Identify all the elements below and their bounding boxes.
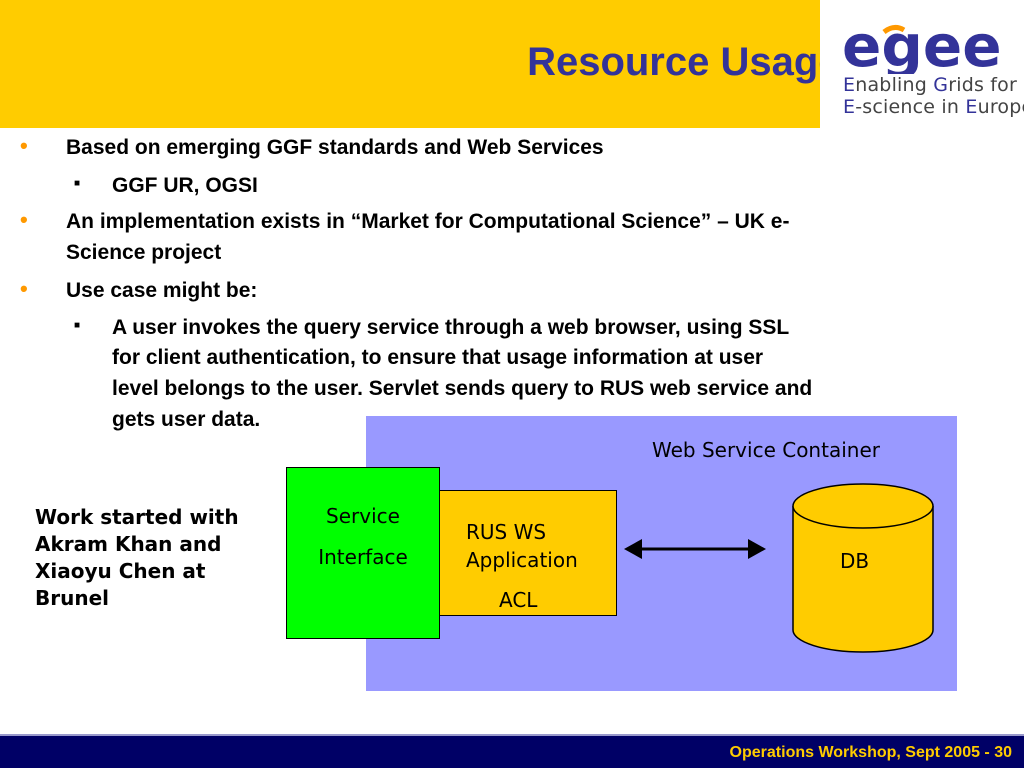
egee-wordmark-icon: egee xyxy=(842,14,1002,74)
bullet-3-sub-line-2: for client authentication, to ensure tha… xyxy=(112,346,764,369)
credits-note: Work started with Akram Khan and Xiaoyu … xyxy=(35,505,239,610)
service-interface-box xyxy=(286,467,440,639)
rus-ws-label: RUS WS Application xyxy=(466,520,578,572)
rus-ws-application-box xyxy=(436,490,617,616)
bullet-square-icon: ■ xyxy=(74,320,81,331)
bullet-dot-icon: • xyxy=(20,276,28,301)
double-arrow-icon xyxy=(624,539,766,559)
bullet-2-line-2: Science project xyxy=(66,241,222,264)
container-label: Web Service Container xyxy=(652,438,880,462)
logo-tagline-1: Enabling Grids for xyxy=(843,74,1018,96)
bullet-dot-icon: • xyxy=(20,207,28,232)
logo-tagline-2: E-science in Europe xyxy=(843,96,1024,118)
footer-bar: Operations Workshop, Sept 2005 - 30 xyxy=(0,734,1024,768)
footer-text: Operations Workshop, Sept 2005 - 30 xyxy=(729,744,1012,761)
bullet-2-line-1: An implementation exists in “Market for … xyxy=(66,210,790,233)
bullet-dot-icon: • xyxy=(20,133,28,158)
egee-logo xyxy=(820,0,1024,128)
header-band xyxy=(0,0,820,128)
service-interface-label: Service Interface xyxy=(318,504,408,569)
bullet-1: Based on emerging GGF standards and Web … xyxy=(66,136,604,159)
bullet-square-icon: ■ xyxy=(74,178,81,189)
db-label: DB xyxy=(840,549,870,573)
bullet-3-sub-line-1: A user invokes the query service through… xyxy=(112,316,790,339)
bullet-1-sub: GGF UR, OGSI xyxy=(112,174,258,197)
bullet-3-sub-line-4: gets user data. xyxy=(112,408,261,431)
bullet-3-sub-line-3: level belongs to the user. Servlet sends… xyxy=(112,377,813,400)
bullet-3: Use case might be: xyxy=(66,279,258,302)
acl-label: ACL xyxy=(499,588,538,612)
egee-wordmark-text: egee xyxy=(842,14,1002,74)
database-cylinder-icon xyxy=(792,483,934,653)
